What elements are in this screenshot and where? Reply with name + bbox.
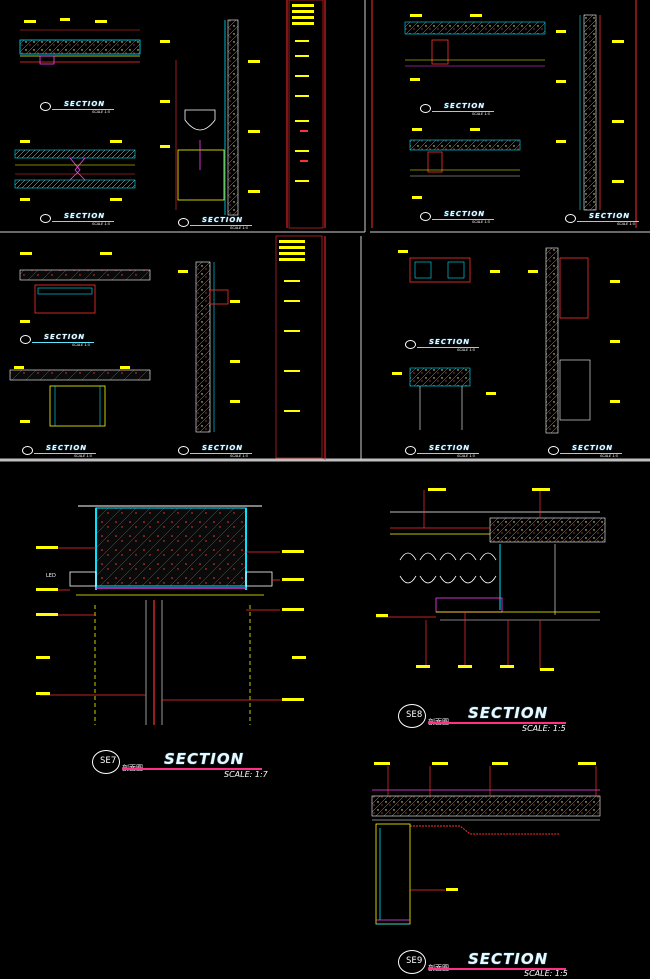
small-section-underline <box>417 453 479 454</box>
small-section-title: SECTION <box>429 338 471 346</box>
small-section-scale: SCALE 1:5 <box>617 222 635 226</box>
small-section-bubble <box>178 446 189 455</box>
panel-mid-left-notes <box>275 235 323 459</box>
small-section-bubble <box>40 102 51 111</box>
panel-top-left-detail-3 <box>160 19 260 216</box>
small-section-scale: SCALE 1:5 <box>472 220 490 224</box>
small-section-underline <box>32 342 94 343</box>
panel-top-left-notes <box>288 0 324 229</box>
small-section-title: SECTION <box>64 100 106 108</box>
se7-led-label: LED <box>46 573 56 579</box>
small-section-underline <box>432 111 494 112</box>
se7-tag-bubble <box>92 750 120 774</box>
small-section-title: SECTION <box>202 444 244 452</box>
se9-scale: SCALE: 1:5 <box>524 969 568 978</box>
small-section-underline <box>190 225 252 226</box>
small-section-underline <box>417 347 479 348</box>
se8-title-underline <box>428 722 566 724</box>
panel-mid-left-detail-3 <box>178 261 240 433</box>
small-section-title: SECTION <box>202 216 244 224</box>
small-section-underline <box>432 219 494 220</box>
panel-top-right-detail-2 <box>409 128 521 199</box>
small-section-title: SECTION <box>46 444 88 452</box>
se9-title-underline <box>428 968 566 970</box>
small-section-scale: SCALE 1:5 <box>230 226 248 230</box>
small-section-title: SECTION <box>572 444 614 452</box>
small-section-bubble <box>548 446 559 455</box>
se9-tag: SE9 <box>406 956 423 966</box>
se8-scale: SCALE: 1:5 <box>522 724 566 733</box>
small-section-underline <box>52 109 114 110</box>
detail-se9-drawing <box>371 762 601 925</box>
small-section-title: SECTION <box>429 444 471 452</box>
small-section-underline <box>560 453 622 454</box>
panel-top-right-detail-1 <box>404 14 546 81</box>
panel-mid-left-detail-1 <box>19 252 151 323</box>
se7-title-underline <box>122 768 262 770</box>
small-section-scale: SCALE 1:5 <box>74 454 92 458</box>
panel-mid-right-detail-3 <box>528 247 620 434</box>
small-section-bubble <box>20 335 31 344</box>
se7-section-title: SECTION <box>164 750 245 768</box>
small-section-scale: SCALE 1:5 <box>92 110 110 114</box>
panel-top-left-detail-1 <box>19 18 141 65</box>
small-section-title: SECTION <box>444 102 486 110</box>
se8-tag-bubble <box>398 704 426 728</box>
se7-scale: SCALE: 1:7 <box>224 770 268 779</box>
small-section-title: SECTION <box>589 212 631 220</box>
small-section-bubble <box>22 446 33 455</box>
small-section-bubble <box>420 212 431 221</box>
panel-mid-right-detail-2 <box>392 367 496 430</box>
small-section-scale: SCALE 1:5 <box>600 454 618 458</box>
se9-section-title: SECTION <box>468 950 549 968</box>
small-section-title: SECTION <box>44 333 86 341</box>
small-section-bubble <box>178 218 189 227</box>
se9-tag-bubble <box>398 950 426 974</box>
sheet-frame-lines <box>0 0 650 462</box>
small-section-underline <box>34 453 96 454</box>
small-section-scale: SCALE 1:5 <box>472 112 490 116</box>
small-section-scale: SCALE 1:5 <box>457 454 475 458</box>
small-section-scale: SCALE 1:5 <box>72 343 90 347</box>
panel-mid-right-detail-1 <box>398 250 500 283</box>
small-section-bubble <box>405 446 416 455</box>
small-section-scale: SCALE 1:5 <box>230 454 248 458</box>
small-section-bubble <box>405 340 416 349</box>
small-section-bubble <box>40 214 51 223</box>
small-section-bubble <box>565 214 576 223</box>
panel-top-right-detail-3 <box>556 14 624 211</box>
small-section-scale: SCALE 1:5 <box>457 348 475 352</box>
small-section-bubble <box>420 104 431 113</box>
panel-mid-left-detail-2 <box>9 366 151 427</box>
panel-top-left-detail-2 <box>14 140 136 201</box>
small-section-title: SECTION <box>444 210 486 218</box>
detail-se7-drawing: LED <box>36 505 306 725</box>
small-section-underline <box>577 221 639 222</box>
se8-tag: SE8 <box>406 710 423 720</box>
small-section-underline <box>52 221 114 222</box>
small-section-underline <box>190 453 252 454</box>
se8-section-title: SECTION <box>468 704 549 722</box>
detail-se8-drawing <box>376 488 606 671</box>
small-section-scale: SCALE 1:5 <box>92 222 110 226</box>
small-section-title: SECTION <box>64 212 106 220</box>
